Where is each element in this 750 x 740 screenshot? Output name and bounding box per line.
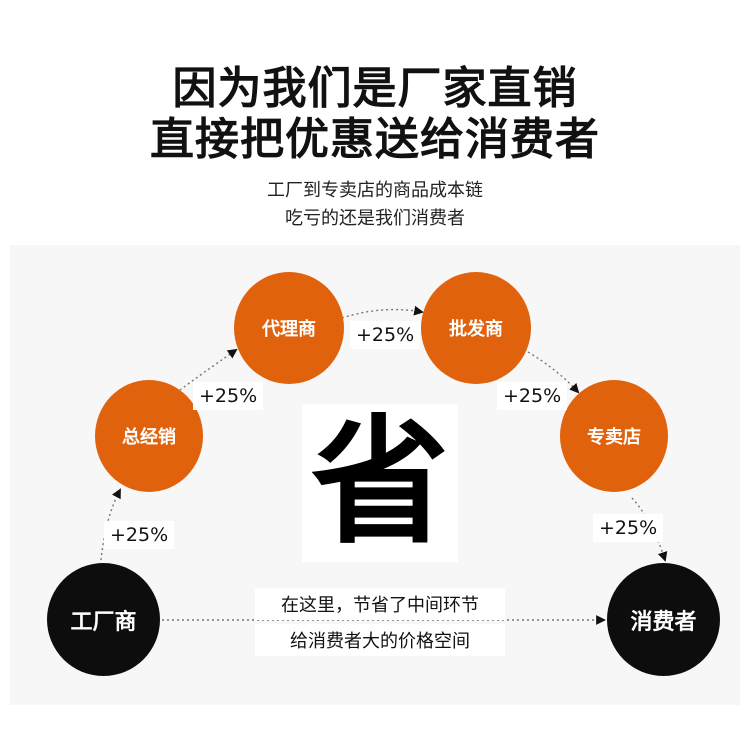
markup-label-store-consumer: +25% — [593, 514, 664, 542]
node-distributor: 总经销 — [95, 380, 203, 492]
subtitle-line-1: 工厂到专卖店的商品成本链 — [267, 180, 483, 201]
markup-label-factory-distributor: +25% — [104, 521, 175, 549]
arrow-agent-to-wholesaler — [341, 305, 424, 319]
node-agent: 代理商 — [234, 272, 344, 384]
node-store: 专卖店 — [560, 380, 668, 492]
markup-label-wholesaler-store: +25% — [497, 382, 568, 410]
arrow-store-to-consumer — [631, 497, 668, 562]
headline-line-1: 因为我们是厂家直销 — [172, 63, 578, 114]
markup-label-distributor-agent: +25% — [193, 382, 264, 410]
savings-note-line-2: 给消费者大的价格空间 — [255, 624, 505, 656]
markup-label-agent-wholesaler: +25% — [350, 321, 421, 349]
arrow-distributor-to-agent — [179, 348, 238, 391]
node-wholesaler: 批发商 — [421, 272, 531, 384]
node-factory: 工厂商 — [47, 563, 160, 676]
node-consumer: 消费者 — [607, 563, 720, 676]
arrow-wholesaler-to-store — [527, 351, 580, 394]
headline-line-2: 直接把优惠送给消费者 — [150, 114, 600, 165]
subtitle-line-2: 吃亏的还是我们消费者 — [285, 208, 465, 229]
save-character: 省 — [302, 404, 458, 562]
savings-note-line-1: 在这里，节省了中间环节 — [255, 588, 505, 620]
